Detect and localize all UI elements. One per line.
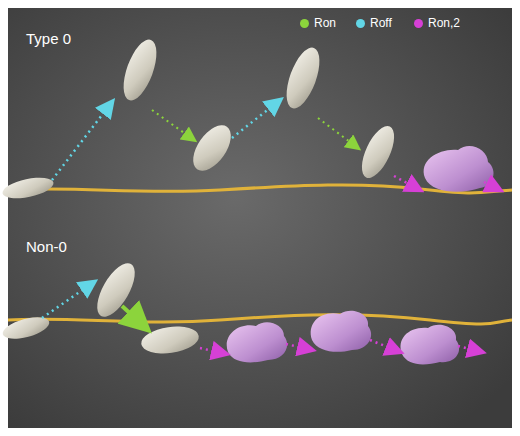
legend-swatch [414, 19, 423, 28]
row-label: Non-0 [26, 238, 67, 255]
fibrin-fibre [8, 315, 512, 324]
background [8, 8, 512, 428]
activated-platelet [227, 322, 287, 362]
platelet [90, 258, 143, 323]
platelet [280, 43, 326, 112]
ron2-arrow [370, 340, 400, 352]
platelet [1, 174, 56, 202]
platelet [117, 35, 163, 104]
ron2-arrow [394, 176, 420, 190]
legend-entry: Ron [300, 16, 336, 30]
legend-entry: Ron,2 [414, 16, 460, 30]
ron-arrow [152, 110, 194, 140]
roff-arrow [52, 102, 112, 180]
legend-swatch [300, 19, 309, 28]
platelet [139, 323, 200, 357]
legend-text: Ron,2 [428, 16, 460, 30]
legend-swatch [356, 19, 365, 28]
legend-entry: Roff [356, 16, 392, 30]
activated-platelet [424, 146, 494, 192]
ron2-arrow [286, 344, 312, 350]
ron-arrow [122, 306, 146, 328]
legend-text: Ron [314, 16, 336, 30]
platelet [355, 122, 400, 183]
ron2-arrow [200, 348, 226, 354]
activated-platelet [401, 325, 460, 365]
roff-arrow [42, 282, 94, 318]
ron2-arrow [484, 182, 500, 190]
activated-platelet [311, 311, 371, 352]
roff-arrow [232, 100, 280, 138]
row-label: Type 0 [26, 30, 71, 47]
ron-arrow [318, 118, 358, 148]
ron2-arrow [458, 346, 482, 352]
legend-text: Roff [370, 16, 392, 30]
platelet [186, 119, 239, 178]
